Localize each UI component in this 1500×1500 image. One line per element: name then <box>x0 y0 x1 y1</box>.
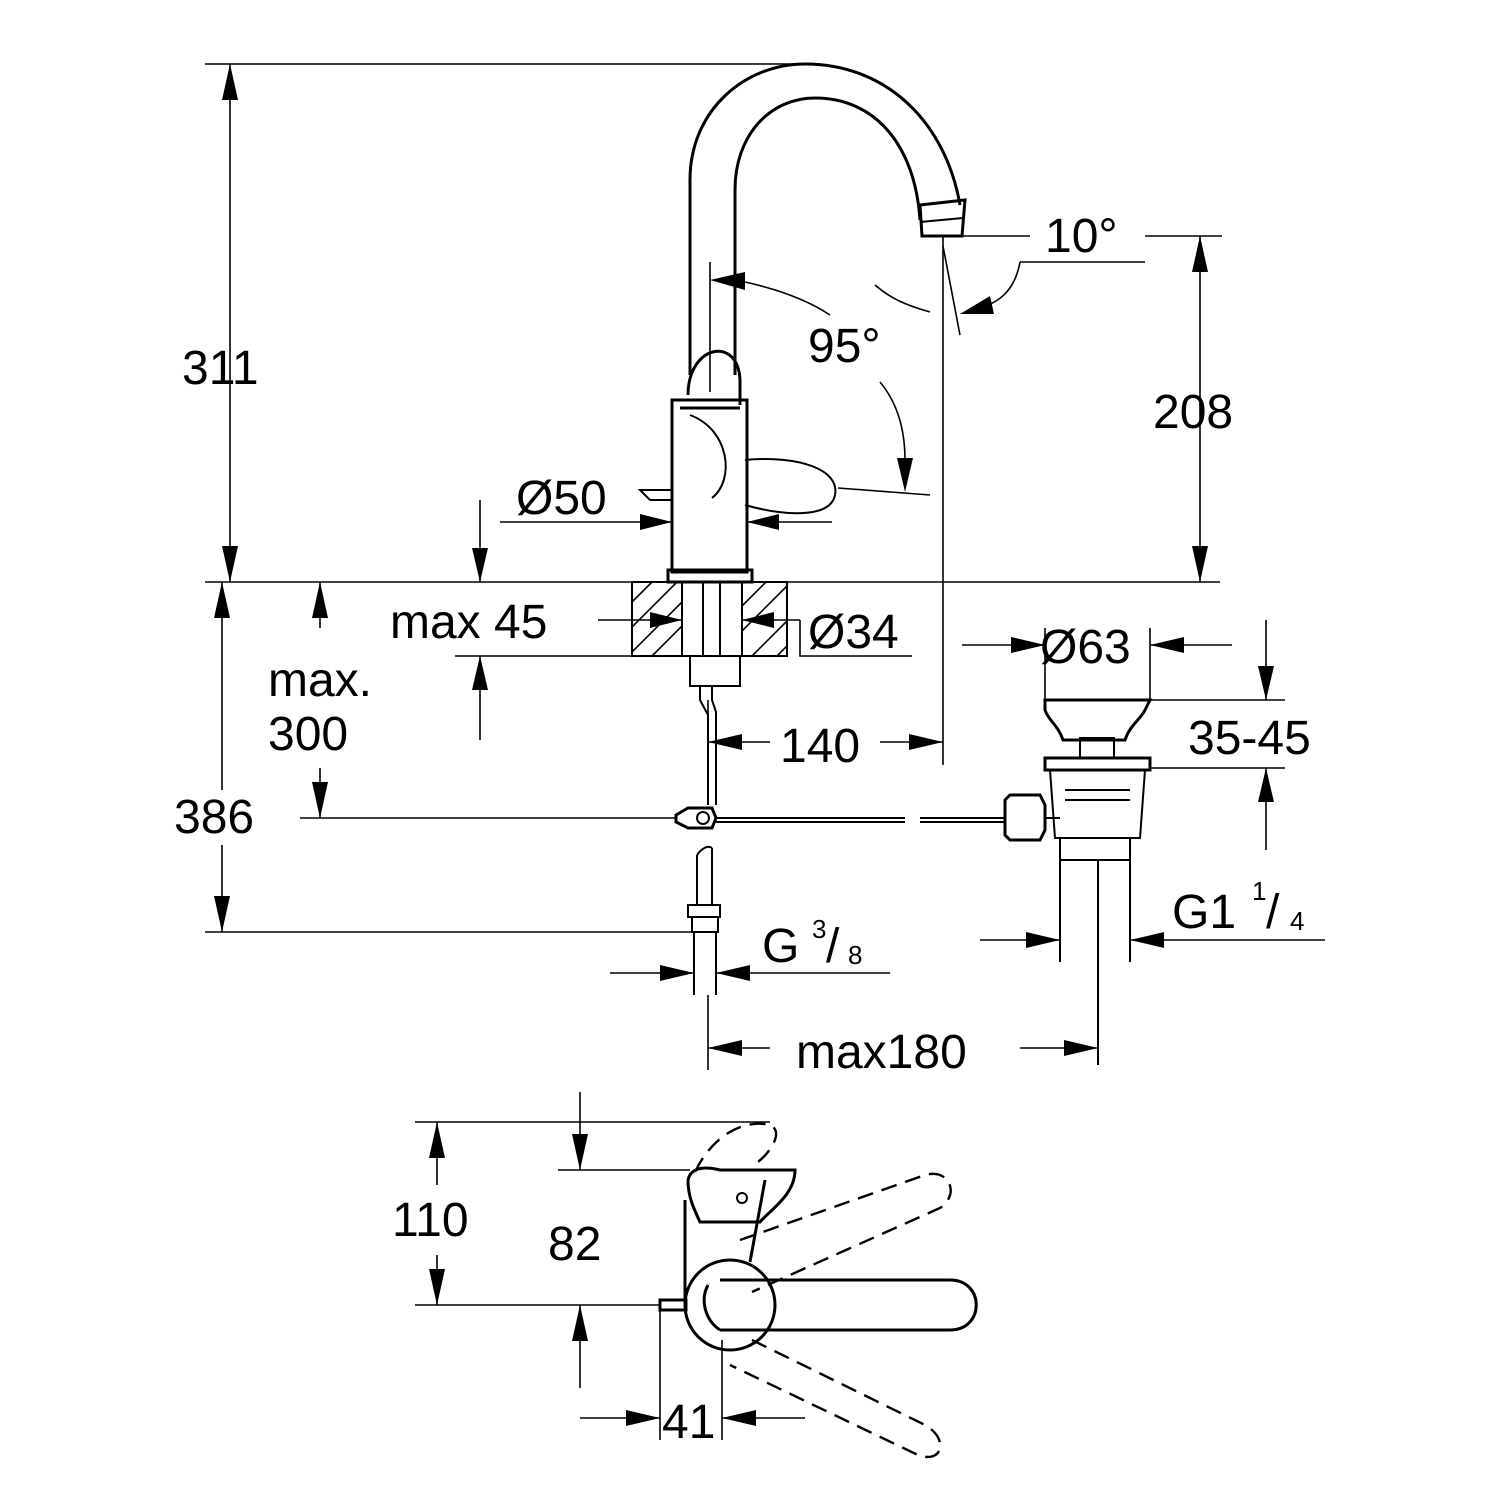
label-g-denominator: 8 <box>848 940 862 970</box>
lever-straight <box>720 1278 978 1332</box>
top-dimension-lines <box>415 1092 805 1440</box>
label-10-deg: 10° <box>1045 210 1118 263</box>
label-max45: max 45 <box>390 596 547 649</box>
label-140: 140 <box>780 720 860 773</box>
label-300: 300 <box>268 708 348 761</box>
lever-handle <box>744 458 837 515</box>
dimension-lines <box>205 63 1325 1070</box>
label-g-connection: G <box>762 920 799 973</box>
spout-inner <box>733 96 922 375</box>
faucet-body <box>670 398 749 574</box>
waste-plug <box>1043 698 1153 742</box>
deck-section <box>631 581 788 687</box>
waste-connector <box>1003 793 1047 842</box>
label-max180: max180 <box>796 1026 967 1079</box>
label-d63: Ø63 <box>1040 621 1131 674</box>
label-82: 82 <box>548 1218 601 1271</box>
faucet-top-view <box>658 1122 978 1459</box>
label-d50: Ø50 <box>516 472 607 525</box>
label-g1-numerator: 1 <box>1252 876 1266 906</box>
label-41: 41 <box>662 1396 715 1449</box>
svg-text:/: / <box>826 920 840 973</box>
label-311: 311 <box>182 342 259 395</box>
label-208: 208 <box>1153 386 1233 439</box>
mounting-stud <box>681 581 743 657</box>
waste-assembly <box>1003 698 1153 1065</box>
label-110: 110 <box>392 1194 469 1247</box>
label-g1-denominator: 4 <box>1290 906 1304 936</box>
lever-top <box>686 349 742 405</box>
popup-rod <box>637 489 672 501</box>
label-35-45: 35-45 <box>1188 712 1311 765</box>
label-d34: Ø34 <box>808 606 899 659</box>
top-spout-head <box>686 1166 797 1224</box>
label-386: 386 <box>174 791 254 844</box>
label-max: max. <box>268 654 372 707</box>
label-g-numerator: 3 <box>812 914 826 944</box>
label-95-deg: 95° <box>808 320 881 373</box>
top-body-circle <box>683 1258 777 1352</box>
svg-text:/: / <box>1266 886 1280 939</box>
label-g1-thread: G1 <box>1172 886 1236 939</box>
dimension-labels: 311 208 10° 95° Ø50 max 45 Ø34 Ø63 35-45… <box>174 210 1311 1449</box>
faucet-side-view <box>637 62 967 584</box>
